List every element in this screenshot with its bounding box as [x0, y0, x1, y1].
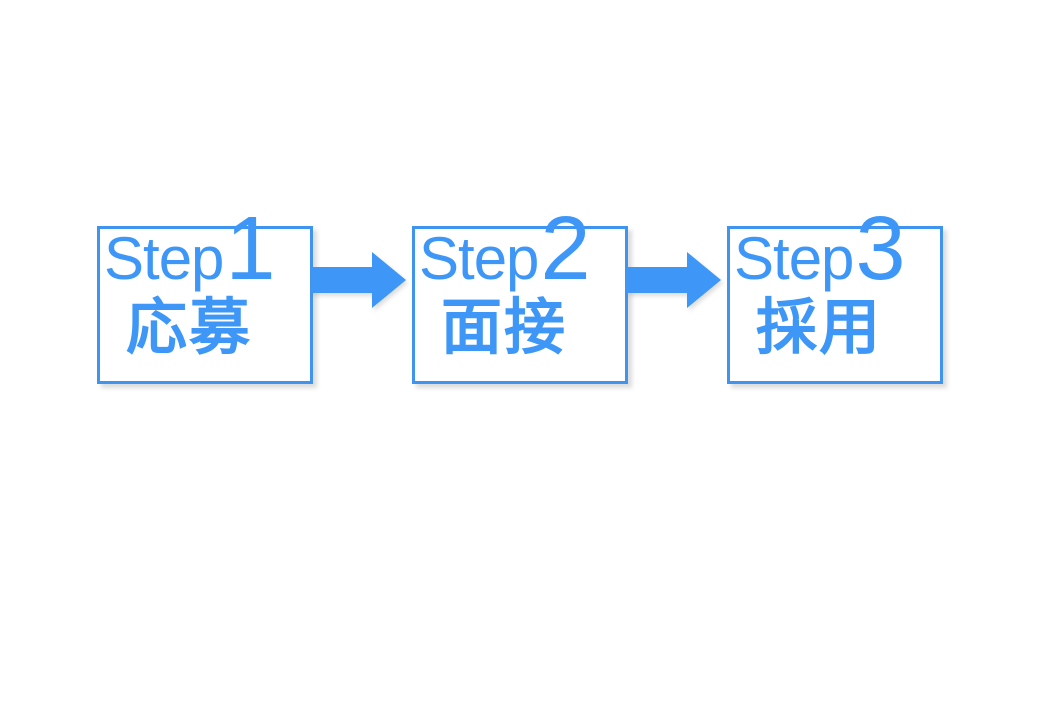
step-word-3: 採用	[755, 293, 882, 361]
step-number-1: 1	[225, 199, 276, 299]
arrow-right-icon	[311, 252, 406, 308]
step-heading-1: Step 1	[104, 204, 276, 294]
step-word-1: 応募	[125, 293, 252, 361]
step-box-1: Step 1 応募	[97, 204, 313, 384]
arrow-right-icon	[626, 252, 721, 308]
step-box-2: Step 2 面接	[412, 204, 628, 384]
step-number-3: 3	[855, 199, 906, 299]
step-label-3: Step	[734, 225, 854, 292]
arrow-right-shape	[626, 252, 721, 308]
step-heading-2: Step 2	[419, 204, 591, 294]
step-label-1: Step	[104, 225, 224, 292]
step-box-3: Step 3 採用	[727, 204, 943, 384]
step-heading-3: Step 3	[734, 204, 906, 294]
arrow-right-shape	[311, 252, 406, 308]
step-word-2: 面接	[440, 293, 567, 361]
step-label-2: Step	[419, 225, 539, 292]
step-number-2: 2	[540, 199, 591, 299]
